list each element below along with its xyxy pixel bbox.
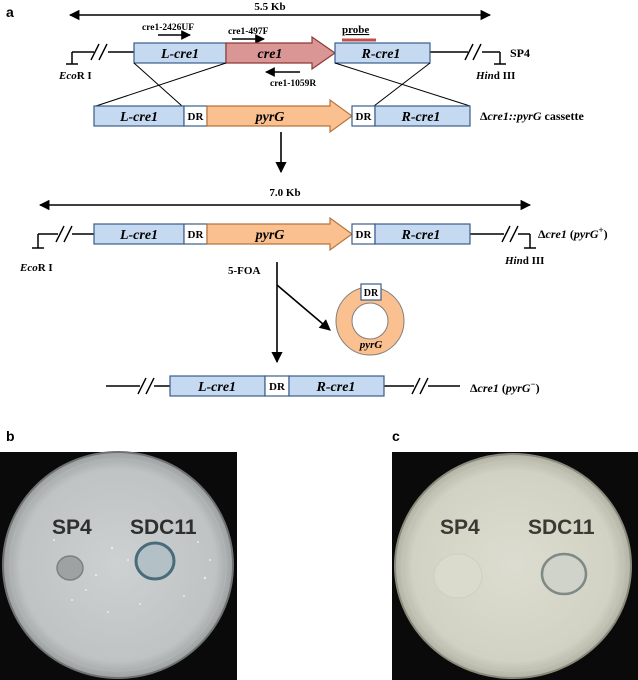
crossover-line bbox=[373, 62, 431, 107]
mutant-l-cre1-label: L-cre1 bbox=[119, 228, 158, 243]
ecori-label-mutant: EcoR I bbox=[19, 262, 53, 274]
probe-label: probe bbox=[342, 24, 369, 36]
strain-label-sp4: SP4 bbox=[510, 46, 530, 60]
break-mark-final-right bbox=[411, 377, 429, 395]
plate-b-sdc11-colony bbox=[134, 541, 176, 581]
ecori-label-top: EcoR I bbox=[58, 70, 92, 82]
excision-arrow bbox=[276, 284, 331, 331]
plate-c-sp4-colony bbox=[433, 553, 483, 599]
mutant-dr-right-label: DR bbox=[356, 229, 373, 241]
primer-label-2426uf: cre1-2426UF bbox=[142, 23, 194, 33]
circle-dr-label: DR bbox=[364, 288, 379, 299]
mutant-r-cre1-label: R-cre1 bbox=[401, 228, 441, 243]
circle-pyrg-label: pyrG bbox=[359, 339, 383, 351]
crossover-line bbox=[133, 62, 183, 107]
final-dr-label: DR bbox=[269, 381, 286, 393]
break-mark-mutant-left bbox=[55, 225, 73, 243]
plate-c-sp4-label: SP4 bbox=[440, 516, 480, 539]
mutant-pyrg-label: pyrG bbox=[255, 228, 285, 243]
break-mark-mutant-right bbox=[501, 225, 519, 243]
plate-c-sdc11-colony bbox=[540, 552, 588, 596]
cassette-pyrg-arrow bbox=[206, 98, 354, 134]
size-label-7-0kb: 7.0 Kb bbox=[269, 187, 300, 199]
cassette-l-cre1-label: L-cre1 bbox=[119, 110, 158, 125]
mutant-dr-left-label: DR bbox=[188, 229, 205, 241]
size-label-5-5kb: 5.5 Kb bbox=[254, 1, 285, 13]
plate-b-sp4-label: SP4 bbox=[52, 516, 92, 539]
cassette-r-cre1-box bbox=[374, 105, 471, 127]
break-mark-top-right bbox=[464, 43, 482, 61]
final-r-cre1-box bbox=[288, 375, 385, 397]
plate-b-sdc11-label: SDC11 bbox=[130, 516, 197, 539]
plate-b-dish bbox=[2, 451, 234, 679]
cassette-dr-right-label: DR bbox=[356, 111, 373, 123]
cre1-gene-arrow bbox=[225, 35, 337, 71]
final-genotype-label: Δcre1 (pyrG−) bbox=[470, 379, 540, 395]
panel-letter-c: c bbox=[392, 428, 400, 444]
top-r-cre1-box bbox=[334, 42, 431, 64]
plate-b-speckles bbox=[53, 539, 211, 613]
crossover-line bbox=[95, 62, 227, 107]
cre1-gene-label: cre1 bbox=[258, 47, 283, 62]
primer-label-1059r: cre1-1059R bbox=[270, 79, 316, 89]
mutant-pyrg-arrow bbox=[206, 216, 354, 252]
final-r-cre1-label: R-cre1 bbox=[316, 380, 356, 395]
top-l-cre1-label: L-cre1 bbox=[160, 47, 199, 62]
plate-b-sp4-colony bbox=[56, 555, 84, 581]
plate-c-dish bbox=[394, 453, 632, 679]
final-l-cre1-label: L-cre1 bbox=[197, 380, 236, 395]
primer-label-497f: cre1-497F bbox=[228, 27, 269, 37]
mutant-r-cre1-box bbox=[374, 223, 471, 245]
hindiii-label-mutant: Hind III bbox=[504, 255, 544, 267]
cassette-r-cre1-label: R-cre1 bbox=[401, 110, 441, 125]
break-mark-top-left bbox=[90, 43, 108, 61]
foa-label: 5-FOA bbox=[228, 265, 260, 277]
cassette-pyrg-label: pyrG bbox=[255, 110, 285, 125]
mutant-genotype-label: Δcre1 (pyrG+) bbox=[538, 225, 608, 241]
plate-c-sdc11-label: SDC11 bbox=[528, 516, 595, 539]
circle-dr-box bbox=[360, 283, 382, 301]
cassette-dr-left-label: DR bbox=[188, 111, 205, 123]
top-r-cre1-label: R-cre1 bbox=[361, 47, 401, 62]
panel-letter-b: b bbox=[6, 428, 15, 444]
hindiii-label-top: Hind III bbox=[475, 70, 515, 82]
break-mark-final-left bbox=[137, 377, 155, 395]
cassette-label: Δcre1::pyrG cassette bbox=[480, 109, 585, 123]
panel-letter-a: a bbox=[6, 4, 14, 20]
